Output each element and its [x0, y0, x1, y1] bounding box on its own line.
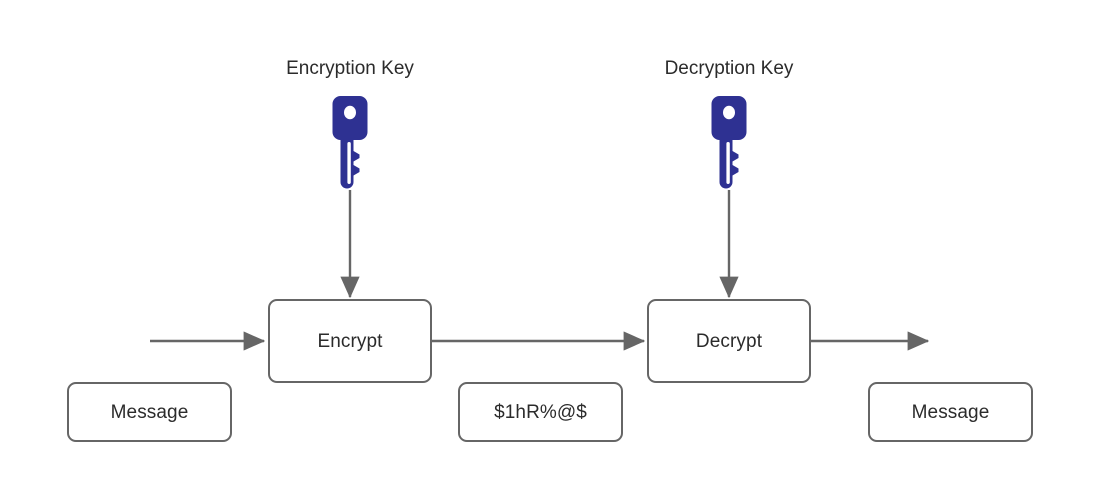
- encryption-key-caption-label: Encryption Key: [286, 58, 414, 79]
- ciphertext-label: $1hR%@$: [494, 401, 587, 423]
- message-input-box[interactable]: Message: [67, 382, 232, 442]
- decrypt-box[interactable]: Decrypt: [647, 299, 811, 383]
- decrypt-label: Decrypt: [695, 330, 763, 352]
- encrypt-label: Encrypt: [317, 330, 383, 352]
- message-output-label: Message: [911, 401, 990, 423]
- message-output-box[interactable]: Message: [868, 382, 1033, 442]
- decryption-key-icon: [705, 96, 753, 194]
- ciphertext-box[interactable]: $1hR%@$: [458, 382, 623, 442]
- encryption-key-caption: Encryption Key: [250, 59, 450, 78]
- decryption-key-caption-label: Decryption Key: [664, 58, 794, 79]
- decryption-key-caption: Decryption Key: [629, 59, 829, 78]
- encrypt-box[interactable]: Encrypt: [268, 299, 432, 383]
- encryption-key-icon: [326, 96, 374, 194]
- message-input-label: Message: [110, 401, 189, 423]
